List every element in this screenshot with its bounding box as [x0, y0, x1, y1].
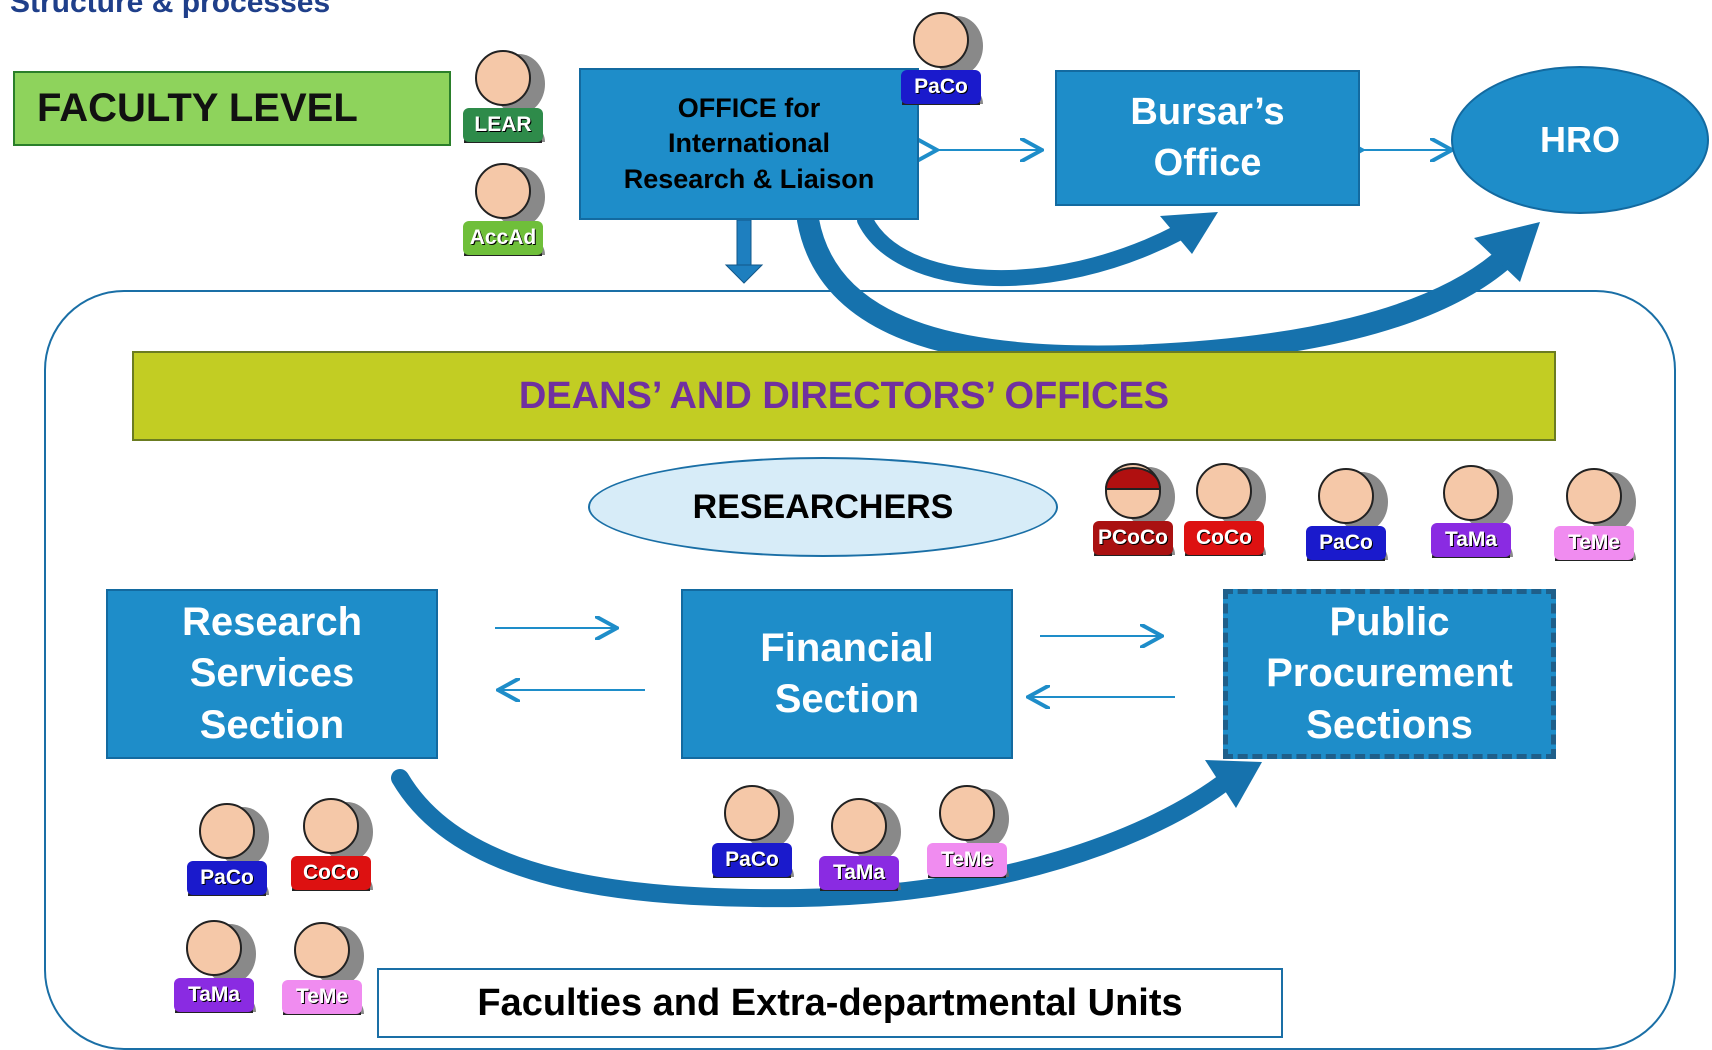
person-icon: LEAR	[457, 42, 557, 147]
person-icon: PaCo	[706, 777, 806, 882]
person-icon: TaMa	[813, 790, 913, 895]
person-icon: PaCo	[181, 795, 281, 900]
person-icon: PaCo	[895, 4, 995, 109]
person-icon: PaCo	[1300, 460, 1400, 565]
person-icon: TaMa	[168, 912, 268, 1017]
bursar-line-1: Bursar’s	[1130, 90, 1285, 133]
role-badge-teme-top: TeMe	[1554, 526, 1634, 560]
role-badge-pcoco: PCoCo	[1093, 521, 1173, 555]
bursars-office-box: Bursar’s Office	[1055, 70, 1360, 206]
person-icon: TeMe	[276, 914, 376, 1019]
person-icon: CoCo	[1178, 455, 1278, 560]
research-services-section-box: Research Services Section	[106, 589, 438, 759]
office-line-3: Research & Liaison	[623, 163, 875, 194]
role-badge-paco-fin: PaCo	[712, 843, 792, 877]
role-badge-tama-top: TaMa	[1431, 523, 1511, 557]
role-badge-coco-top: CoCo	[1184, 521, 1264, 555]
role-badge-tama-fin: TaMa	[819, 856, 899, 890]
office-to-bursar-curve	[857, 212, 1218, 287]
role-badge-paco-top: PaCo	[1306, 526, 1386, 560]
person-icon: CoCo	[285, 790, 385, 895]
office-international-research-box: OFFICE for International Research & Liai…	[579, 68, 919, 220]
hro-ellipse: HRO	[1451, 66, 1709, 214]
role-badge-paco-rs: PaCo	[187, 861, 267, 895]
office-down-arrow	[724, 219, 764, 284]
role-badge-coco-rs: CoCo	[291, 856, 371, 890]
pp-line-2: Procurement	[1266, 651, 1513, 696]
person-icon: AccAd	[457, 155, 557, 260]
faculties-units-label: Faculties and Extra-departmental Units	[377, 968, 1283, 1038]
role-badge-paco-office: PaCo	[901, 70, 981, 104]
deans-directors-offices-bar: DEANS’ AND DIRECTORS’ OFFICES	[132, 351, 1556, 441]
rs-line-1: Research	[181, 600, 363, 645]
rs-line-2: Services	[189, 651, 355, 696]
bursar-line-2: Office	[1153, 142, 1262, 184]
faculty-level-label: FACULTY LEVEL	[13, 71, 451, 146]
fin-line-1: Financial	[760, 625, 934, 670]
office-line-1: OFFICE for	[677, 93, 821, 124]
person-icon: TeMe	[1548, 460, 1648, 565]
pp-line-3: Sections	[1306, 702, 1473, 747]
role-badge-teme-rs: TeMe	[282, 980, 362, 1014]
financial-section-box: Financial Section	[681, 589, 1013, 759]
office-line-2: International	[667, 128, 830, 159]
public-procurement-sections-box: Public Procurement Sections	[1223, 589, 1556, 759]
fin-line-2: Section	[774, 677, 920, 721]
person-icon: TaMa	[1425, 457, 1525, 562]
role-badge-tama-rs: TaMa	[174, 978, 254, 1012]
role-badge-lear: LEAR	[463, 108, 543, 142]
person-icon: TeMe	[921, 777, 1021, 882]
person-icon: PCoCo	[1087, 455, 1187, 560]
page-title: Structure & processes	[10, 0, 331, 19]
role-badge-teme-fin: TeMe	[927, 843, 1007, 877]
researchers-ellipse: RESEARCHERS	[588, 457, 1058, 557]
rs-to-pp-curve	[391, 760, 1262, 908]
rs-line-3: Section	[199, 702, 345, 747]
role-badge-accad: AccAd	[463, 221, 543, 255]
pp-line-1: Public	[1329, 600, 1450, 645]
